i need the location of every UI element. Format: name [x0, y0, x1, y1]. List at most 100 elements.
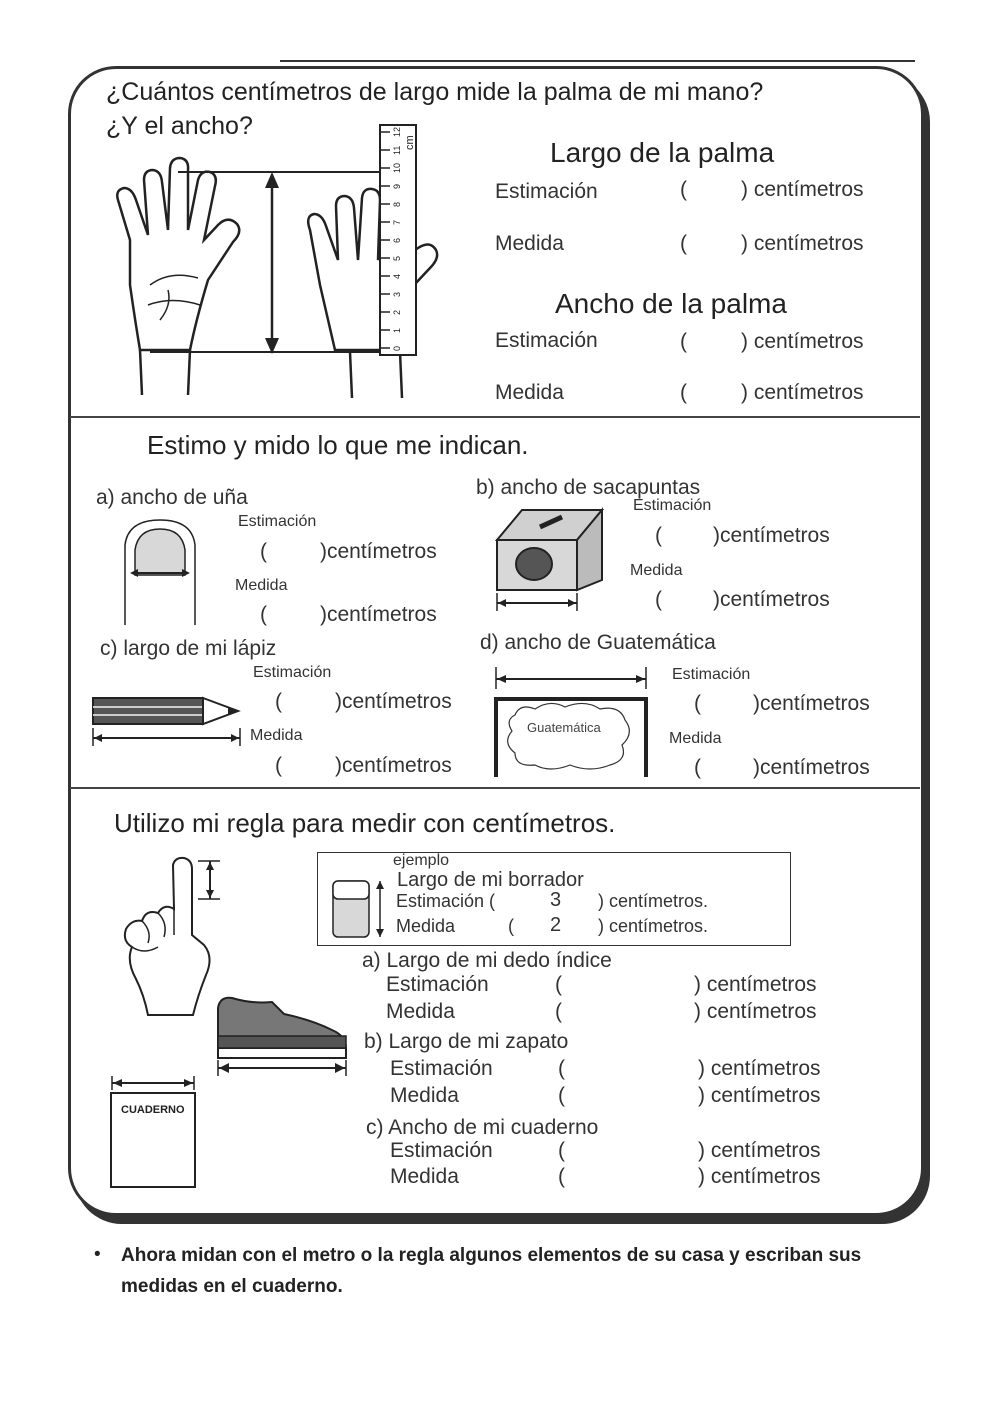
pencil-icon [92, 696, 241, 746]
paren-open: ( [275, 690, 282, 713]
ruler-number: 4 [392, 274, 402, 279]
medida-label: Medida [250, 727, 303, 744]
bullet-dot: • [94, 1244, 101, 1265]
fingernail-icon [124, 519, 196, 625]
paren-open: ( [694, 756, 701, 779]
item-a-label: a) ancho de uña [96, 486, 248, 509]
paren-open: ( [680, 330, 687, 353]
paren-open: ( [558, 1084, 565, 1107]
medida-label: Medida [495, 381, 564, 404]
paren-open: ( [260, 603, 267, 626]
estimacion-label: Estimación [386, 973, 489, 996]
ruler-number: 2 [392, 310, 402, 315]
name-line [280, 60, 915, 62]
paren-open: ( [680, 232, 687, 255]
medida-label: Medida [235, 577, 288, 594]
unit-label: ) centímetros [698, 1139, 821, 1162]
unit-label: )centímetros [753, 692, 870, 715]
unit-label: ) centímetros [698, 1165, 821, 1188]
unit-label: )centímetros [713, 524, 830, 547]
example-unit: ) centímetros. [598, 891, 709, 911]
unit-label: ) centímetros [694, 1000, 817, 1023]
ruler-unit: cm [404, 135, 416, 150]
item-label: b) Largo de mi zapato [364, 1030, 569, 1053]
paren-open: ( [680, 178, 687, 201]
unit-label: )centímetros [335, 754, 452, 777]
paren-open: ( [655, 524, 662, 547]
paren-open: ( [694, 692, 701, 715]
unit-label: ) centímetros [741, 232, 864, 255]
item-d-label: d) ancho de Guatemática [480, 631, 716, 654]
question-text-2: ¿Y el ancho? [106, 112, 253, 140]
item-label: c) Ancho de mi cuaderno [366, 1116, 599, 1139]
estimacion-label: Estimación [495, 180, 598, 203]
eraser-icon [332, 880, 384, 938]
unit-label: )centímetros [753, 756, 870, 779]
example-estimacion: Estimación ( [396, 891, 496, 911]
ruler-number: 12 [392, 127, 402, 137]
hands-ruler-illustration: 0 1 2 3 4 5 6 7 8 9 10 11 12 cm [116, 124, 439, 399]
medida-label: Medida [390, 1165, 459, 1188]
ancho-title: Ancho de la palma [555, 288, 787, 319]
medida-label: Medida [630, 562, 683, 579]
estimacion-label: Estimación [390, 1139, 493, 1162]
ruler-number: 8 [392, 202, 402, 207]
unit-label: )centímetros [713, 588, 830, 611]
item-b-label: b) ancho de sacapuntas [476, 476, 701, 499]
paren-open: ( [558, 1057, 565, 1080]
unit-label: ) centímetros [698, 1084, 821, 1107]
ruler-number: 9 [392, 184, 402, 189]
example-medida: Medida [396, 916, 456, 936]
ruler-number: 7 [392, 220, 402, 225]
example-title: Largo de mi borrador [397, 869, 584, 891]
ruler-number: 3 [392, 292, 402, 297]
estimacion-label: Estimación [390, 1057, 493, 1080]
notebook-label: CUADERNO [121, 1104, 185, 1116]
ruler-number: 10 [392, 163, 402, 173]
unit-label: )centímetros [320, 540, 437, 563]
unit-label: ) centímetros [694, 973, 817, 996]
book-icon [494, 667, 648, 777]
section-divider [70, 416, 920, 418]
example-unit: ) centímetros. [598, 916, 709, 936]
ruler-number: 11 [392, 146, 402, 155]
medida-label: Medida [669, 730, 722, 747]
paren-open: ( [275, 754, 282, 777]
estimacion-label: Estimación [495, 329, 598, 352]
estimacion-label: Estimación [672, 666, 751, 683]
unit-label: )centímetros [335, 690, 452, 713]
section3-title: Utilizo mi regla para medir con centímet… [114, 808, 616, 838]
ruler-number: 0 [392, 346, 402, 351]
unit-label: ) centímetros [741, 330, 864, 353]
unit-label: ) centímetros [741, 178, 864, 201]
medida-label: Medida [390, 1084, 459, 1107]
paren-open: ( [680, 381, 687, 404]
example-medida-value: 2 [550, 914, 562, 936]
example-medida-paren: ( [508, 916, 514, 936]
section2-title: Estimo y mido lo que me indican. [147, 430, 529, 460]
ruler-number: 5 [392, 256, 402, 261]
finger-icon [123, 856, 220, 1016]
paren-open: ( [558, 1139, 565, 1162]
paren-open: ( [558, 1165, 565, 1188]
example-tag: ejemplo [393, 852, 450, 869]
estimacion-label: Estimación [633, 497, 712, 514]
book-title: Guatemática [527, 720, 601, 735]
example-box [317, 852, 791, 946]
item-c-label: c) largo de mi lápiz [100, 637, 277, 660]
paren-open: ( [555, 973, 562, 996]
paren-open: ( [260, 540, 267, 563]
largo-title: Largo de la palma [550, 137, 775, 168]
notebook-icon [110, 1076, 196, 1188]
unit-label: )centímetros [320, 603, 437, 626]
ruler-number: 1 [392, 328, 402, 333]
instruction-text: Ahora midan con el metro o la regla algu… [121, 1245, 862, 1297]
shoe-icon [217, 996, 347, 1076]
medida-label: Medida [495, 232, 564, 255]
item-label: a) Largo de mi dedo índice [362, 949, 612, 972]
medida-label: Medida [386, 1000, 455, 1023]
unit-label: ) centímetros [698, 1057, 821, 1080]
paren-open: ( [555, 1000, 562, 1023]
question-text: ¿Cuántos centímetros de largo mide la pa… [106, 78, 764, 106]
estimacion-label: Estimación [238, 513, 317, 530]
